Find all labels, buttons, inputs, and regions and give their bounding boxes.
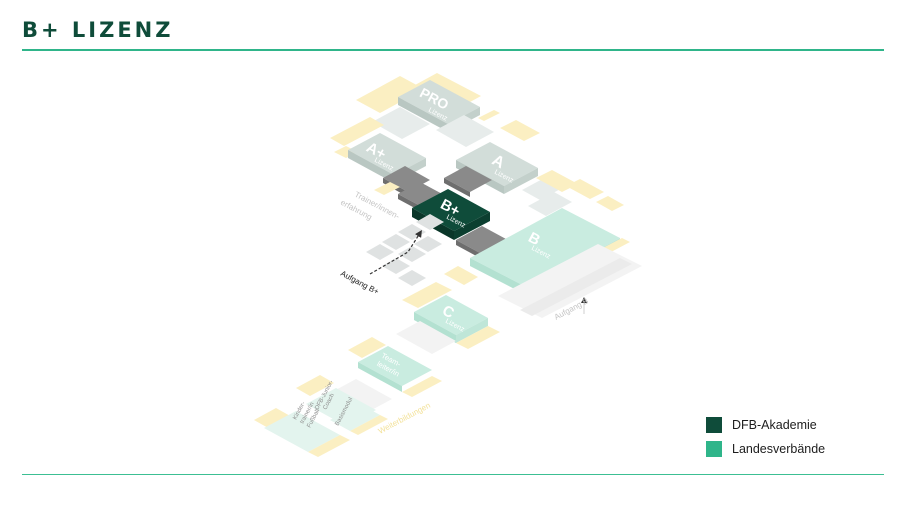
legend-swatch-dfb-akademie	[706, 417, 722, 433]
legend-label-dfb-akademie: DFB-Akademie	[732, 418, 817, 432]
legend-item-landesverbaende: Landesverbände	[706, 437, 825, 461]
legend: DFB-Akademie Landesverbände	[706, 413, 825, 461]
cream-edge	[296, 375, 334, 396]
aufgang-b-plus-label: Aufgang B+	[339, 269, 381, 297]
cream-edge	[348, 337, 386, 358]
step-tile	[456, 226, 506, 253]
teamleiter-block: Team- leiter/in	[358, 346, 442, 397]
footer-divider	[22, 474, 884, 475]
bottom-cluster: Kinder- trainer/in Fußball DFB-Junior- C…	[254, 380, 388, 457]
step-tile	[444, 166, 492, 192]
connector-tile	[528, 192, 572, 216]
header-divider	[22, 49, 884, 51]
legend-label-landesverbaende: Landesverbände	[732, 442, 826, 456]
cream-edge	[444, 266, 478, 285]
aufgang-b-tiles	[498, 244, 642, 318]
pro-license-block: PRO Lizenz	[356, 73, 481, 132]
connector-tile	[372, 107, 430, 139]
cream-edge	[374, 182, 400, 195]
legend-item-dfb-akademie: DFB-Akademie	[706, 413, 825, 437]
aufgang-b-plus-tiles	[366, 214, 444, 286]
connector-tile	[332, 379, 392, 412]
connector-tile	[396, 321, 456, 354]
cream-edge	[566, 179, 604, 199]
cream-edge	[478, 110, 500, 121]
step-tile-side	[456, 240, 480, 258]
page-title: B+ LIZENZ	[22, 18, 174, 42]
step-tile-side	[444, 178, 470, 197]
cream-edge	[402, 282, 452, 308]
connector-tile	[436, 115, 494, 147]
legend-swatch-landesverbaende	[706, 441, 722, 457]
